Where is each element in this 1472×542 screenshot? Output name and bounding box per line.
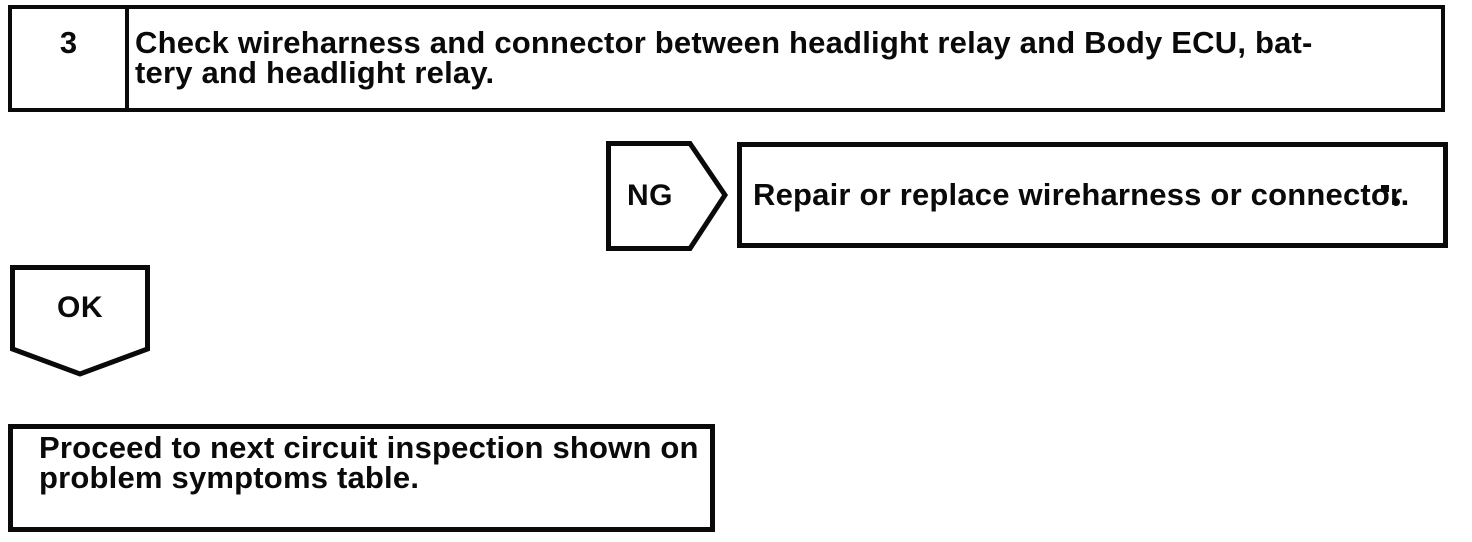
step-number: 3 [12,9,129,108]
ok-pentagon-down-arrow-icon [10,265,150,377]
step-instruction-line: tery and headlight relay. [135,55,495,90]
ng-connector: NG [606,141,728,251]
ok-action-line: Proceed to next circuit inspection shown… [39,430,699,465]
ng-pentagon-right-arrow-icon [606,141,728,251]
step-instruction-line: Check wireharness and connector between … [135,25,1313,60]
ng-connector-label: NG [627,179,673,212]
ng-action-text: Repair or replace wireharness or connect… [753,177,1410,212]
ok-connector-label: OK [57,291,103,324]
ok-connector: OK [10,265,150,377]
ok-action-line: problem symptoms table. [39,460,420,495]
scan-speck [1381,185,1389,192]
ok-action-box: Proceed to next circuit inspection shown… [8,424,715,532]
step-instruction: Check wireharness and connector between … [129,9,1441,108]
step-box: 3 Check wireharness and connector betwee… [8,5,1445,112]
ng-action-box: Repair or replace wireharness or connect… [737,142,1448,248]
scan-speck [1392,198,1400,206]
